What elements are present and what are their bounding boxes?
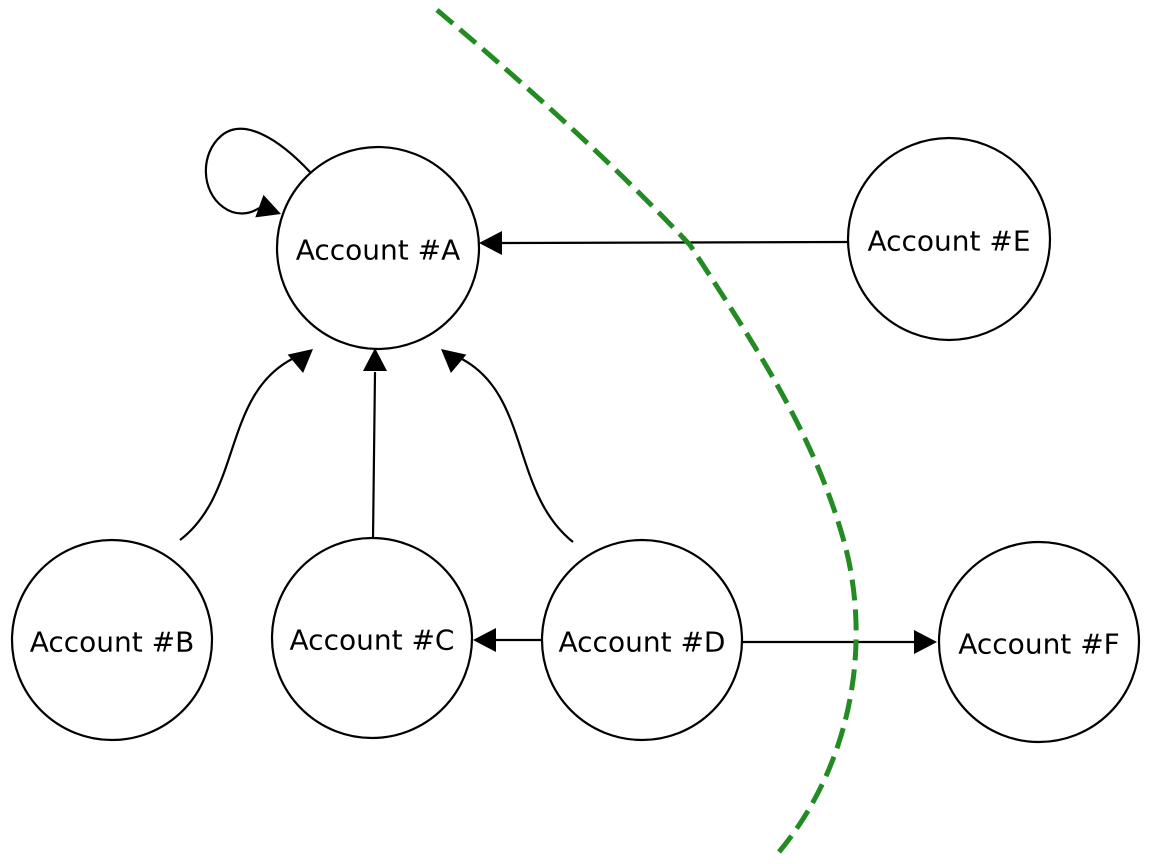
node-label: Account #F — [958, 628, 1120, 661]
node-account-e: Account #E — [846, 136, 1052, 342]
node-label: Account #E — [867, 225, 1030, 258]
edge-d-to-f — [742, 630, 937, 654]
arrowhead-icon — [363, 348, 387, 371]
edge-line — [457, 356, 574, 543]
node-circle — [270, 536, 474, 740]
edge-d-to-a — [441, 349, 574, 543]
node-label: Account #D — [559, 626, 726, 659]
edge-c-to-a — [363, 348, 387, 540]
edge-line — [179, 356, 297, 541]
edge-a-to-a — [204, 127, 311, 218]
node-circle — [10, 538, 214, 742]
edge-d-to-c — [473, 628, 542, 652]
node-circle — [275, 145, 481, 351]
arrowhead-icon — [473, 628, 496, 652]
arrowhead-icon — [255, 194, 281, 218]
node-account-b: Account #B — [10, 538, 214, 742]
edge-line — [371, 371, 377, 540]
node-circle — [846, 136, 1052, 342]
node-label: Account #C — [290, 624, 455, 657]
edge-b-to-a — [179, 349, 313, 541]
node-account-d: Account #D — [540, 538, 744, 742]
arrowhead-icon — [479, 231, 502, 255]
arrowhead-icon — [914, 630, 937, 654]
edge-e-to-a — [479, 231, 849, 255]
node-account-a: Account #A — [275, 145, 481, 351]
node-label: Account #B — [30, 626, 195, 659]
node-label: Account #A — [296, 234, 461, 267]
edge-line — [204, 127, 311, 215]
node-circle — [540, 538, 744, 742]
edge-line — [501, 240, 849, 245]
arrowhead-icon — [287, 349, 313, 373]
partition-divider-dashed-line — [435, 8, 859, 854]
arrowhead-icon — [441, 349, 467, 373]
node-account-c: Account #C — [270, 536, 474, 740]
node-circle — [937, 540, 1141, 744]
node-account-f: Account #F — [937, 540, 1141, 744]
